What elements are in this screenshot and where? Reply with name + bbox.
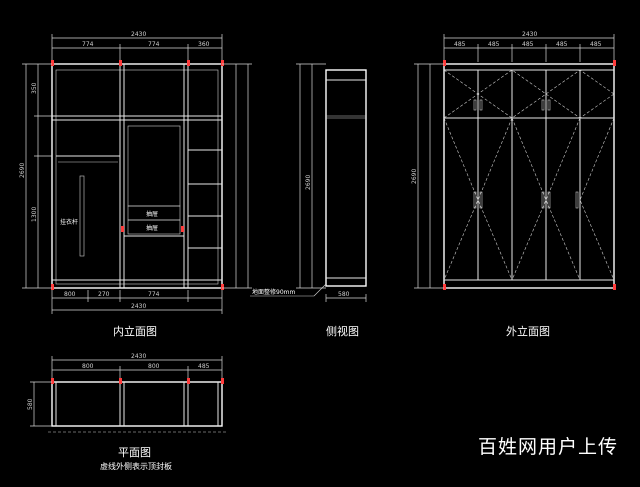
inner-elevation: 2430 774 774 360 抽屉 抽屉 挂衣杆	[19, 31, 252, 338]
outer-frame	[443, 63, 615, 289]
marker	[51, 378, 54, 384]
plan-frame	[51, 381, 223, 427]
dim-text: 2690	[411, 169, 418, 184]
plan-note: 虚线外侧表示顶封板	[100, 461, 172, 471]
door-swing	[443, 69, 615, 95]
plan-view: 2430 800 800 485 580 平面图 虚线外侧表示顶封板	[27, 353, 226, 471]
rod-label: 挂衣杆	[60, 218, 78, 226]
cabinet-inner-frame	[55, 69, 219, 285]
outer-elevation: 2430 485 485 485 485 485	[411, 31, 616, 338]
leader-line	[313, 283, 327, 297]
marker	[443, 60, 446, 66]
side-note: 地面整修90mm	[252, 288, 295, 296]
handle-icon	[473, 191, 477, 209]
inner-elevation-label: 内立面图	[113, 324, 157, 338]
marker	[187, 60, 190, 66]
drawer	[127, 219, 181, 235]
dim-text: 2690	[305, 175, 312, 190]
dim-text: 485	[556, 41, 568, 48]
dim-text: 485	[522, 41, 534, 48]
door-swing	[443, 117, 479, 281]
dim-text: 485	[198, 363, 210, 370]
watermark: 百姓网用户上传	[477, 436, 618, 458]
door-swing	[443, 93, 615, 119]
marker	[221, 378, 224, 384]
marker	[51, 284, 54, 290]
marker	[443, 284, 446, 290]
handle-icon	[479, 99, 483, 111]
plan-view-label: 平面图	[118, 446, 151, 459]
dim-text: 485	[590, 41, 602, 48]
side-view: 2690 580 地面整修90mm 侧视图	[250, 63, 367, 338]
side-frame	[325, 69, 367, 287]
dim-text: 485	[454, 41, 466, 48]
marker	[119, 60, 122, 66]
marker	[121, 226, 124, 232]
marker	[221, 284, 224, 290]
handle-icon	[541, 191, 545, 209]
marker	[613, 284, 616, 290]
handle-icon	[479, 191, 483, 209]
outer-elevation-label: 外立面图	[506, 324, 550, 338]
middle-compartment	[127, 125, 181, 207]
dim-text: 800	[148, 363, 160, 370]
dim-text: 800	[64, 291, 76, 298]
door-swing	[545, 117, 581, 281]
dim-text: 580	[338, 291, 350, 298]
dim-text: 774	[82, 41, 94, 48]
dim-text: 350	[31, 82, 38, 94]
handle-icon	[473, 99, 477, 111]
door-swing	[579, 117, 615, 281]
dim-text: 774	[148, 291, 160, 298]
dim-text: 800	[82, 363, 94, 370]
drawer-label: 抽屉	[146, 224, 158, 232]
dim-text: 360	[198, 41, 210, 48]
dim-text: 2430	[131, 31, 146, 38]
door-swing	[477, 117, 513, 281]
handle-icon	[541, 99, 545, 111]
handle-icon	[547, 99, 551, 111]
door-swing	[511, 117, 547, 281]
dim-text: 1300	[31, 207, 38, 222]
dim-text: 774	[148, 41, 160, 48]
dim-text: 485	[488, 41, 500, 48]
marker	[51, 60, 54, 66]
dim-text: 580	[27, 398, 34, 410]
marker	[181, 226, 184, 232]
handle-icon	[575, 191, 579, 209]
dim-text: 2430	[131, 303, 146, 310]
dim-text: 2690	[19, 163, 26, 178]
drawer-label: 抽屉	[146, 210, 158, 218]
cabinet-frame	[51, 63, 223, 289]
marker	[187, 378, 190, 384]
marker	[613, 60, 616, 66]
dim-text: 270	[98, 291, 110, 298]
dim-text: 2430	[522, 31, 537, 38]
handle-icon	[547, 191, 551, 209]
dim-text: 2430	[131, 353, 146, 360]
rod-post	[79, 175, 85, 257]
marker	[119, 378, 122, 384]
marker	[221, 60, 224, 66]
side-view-label: 侧视图	[326, 324, 359, 338]
